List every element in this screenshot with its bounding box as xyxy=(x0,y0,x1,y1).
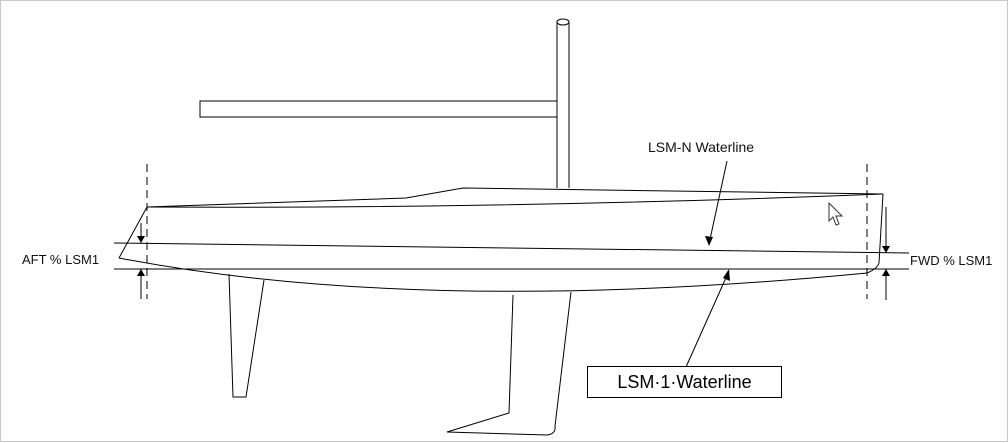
lsm-n-waterline xyxy=(113,242,910,254)
mouse-pointer-icon xyxy=(828,202,844,226)
fwd-lsm1-label: FWD % LSM1 xyxy=(910,253,993,268)
keel xyxy=(446,291,572,436)
lsm-1-waterline-label: LSM·1·Waterline xyxy=(617,371,752,392)
lsm-1-waterline-label-box: LSM·1·Waterline xyxy=(587,366,782,398)
rudder xyxy=(228,273,265,398)
mast xyxy=(556,18,570,188)
hull xyxy=(118,187,884,292)
lsm-1-leader-arrow xyxy=(685,269,730,368)
boom xyxy=(199,100,558,118)
fwd-dimension-arrows xyxy=(882,207,890,300)
aft-dimension-arrows xyxy=(137,223,145,299)
lsm-n-waterline-label: LSM-N Waterline xyxy=(648,139,755,155)
lsm-n-leader-arrow xyxy=(705,160,728,246)
aft-lsm1-label: AFT % LSM1 xyxy=(22,252,100,267)
